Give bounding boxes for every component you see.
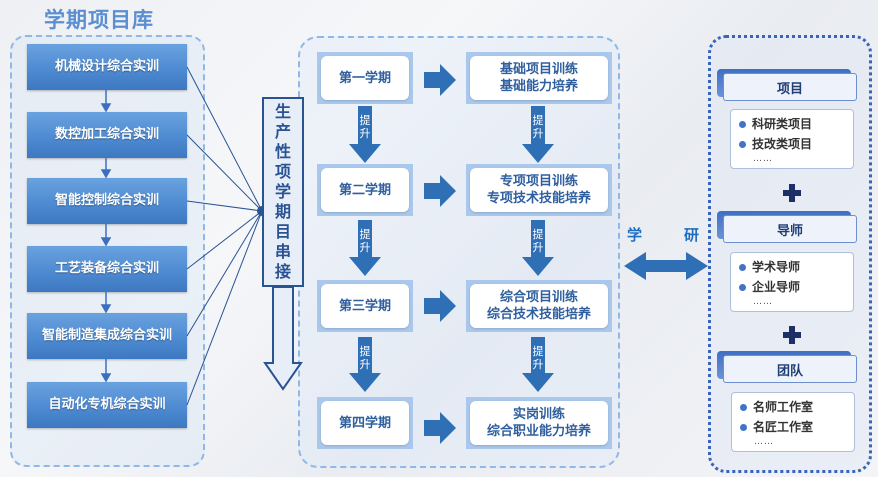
upgrade-arrow-icon [349,106,381,163]
double-arrow-icon [624,252,708,280]
library-item[interactable]: 智能制造集成综合实训 [27,313,187,359]
outcome-line1: 基础项目训练 [499,62,578,77]
resource-group-header[interactable]: 团队 [717,351,857,383]
resource-group-title: 项目 [723,73,857,101]
plus-icon [782,325,802,345]
library-item[interactable]: 数控加工综合实训 [27,112,187,158]
resource-group-header[interactable]: 项目 [717,69,857,101]
list-more: …… [753,154,773,164]
down-arrow-icon [100,304,112,314]
upgrade-label: 提升 [359,114,371,140]
semester-box[interactable]: 第四学期 [317,397,413,449]
upgrade-arrow-icon [349,337,381,392]
outcome-line2: 基础能力培养 [499,79,578,94]
semester-box[interactable]: 第三学期 [317,280,413,332]
connector-char: 学 [274,182,291,201]
down-arrow-icon [100,169,112,179]
upgrade-label: 提升 [359,228,371,254]
upgrade-label: 提升 [532,228,544,254]
fan-line [186,134,263,212]
hollow-down-arrow-icon [263,286,303,391]
outcome-box[interactable]: 实岗训练综合职业能力培养 [466,397,612,449]
bullet-icon [740,403,747,411]
bridge-left-label: 学 [627,226,643,244]
list-item: 企业导师 [739,277,845,297]
right-arrow-icon [424,64,456,96]
down-arrow-icon [100,373,112,383]
connector-char: 目 [274,222,291,241]
plus-icon [782,183,802,203]
outcome-label: 实岗训练综合职业能力培养 [470,401,608,445]
semester-label: 第三学期 [321,284,409,328]
list-more: …… [753,297,773,307]
outcome-line1: 综合项目训练 [499,290,578,305]
fan-line [186,210,263,337]
down-arrow-icon [100,237,112,247]
outcome-line2: 综合技术技能培养 [486,307,591,322]
connector-char: 性 [274,142,291,161]
semester-label: 第一学期 [321,56,409,100]
connector-char: 期 [274,202,291,221]
outcome-line2: 综合职业能力培养 [486,424,591,439]
list-more: …… [754,437,774,447]
outcome-box[interactable]: 综合项目训练综合技术技能培养 [466,280,612,332]
connector-char: 生 [274,102,291,121]
resource-list: 名师工作室 名匠工作室 …… [731,392,855,452]
fan-line [186,66,263,212]
list-item: 名师工作室 [740,397,846,417]
bullet-icon [739,140,746,148]
right-arrow-icon [424,175,456,207]
flow-panel [298,36,620,468]
upgrade-label: 提升 [532,345,544,371]
upgrade-label: 提升 [532,114,544,140]
semester-label: 第二学期 [321,168,409,212]
upgrade-arrow-icon [522,106,554,163]
fan-line [186,200,263,212]
connector-label: 生 产 性 项 学 期 目 串 接 [262,97,304,287]
semester-box[interactable]: 第一学期 [317,52,413,104]
bullet-icon [739,263,746,271]
connector-char: 产 [274,122,291,141]
upgrade-label: 提升 [359,345,371,371]
down-arrow-icon [100,103,112,113]
library-item[interactable]: 工艺装备综合实训 [27,246,187,292]
bullet-icon [740,423,747,431]
bridge-right-label: 研 [684,226,700,244]
upgrade-arrow-icon [522,337,554,392]
upgrade-arrow-icon [349,220,381,276]
resource-group-header[interactable]: 导师 [717,211,857,243]
upgrade-arrow-icon [522,220,554,276]
resource-list: 学术导师 企业导师 …… [730,252,854,312]
resource-group-title: 团队 [723,355,857,383]
list-item: 名匠工作室 [740,417,846,437]
outcome-label: 专项项目训练专项技术技能培养 [470,168,608,212]
list-item: 科研类项目 [739,114,845,134]
right-arrow-icon [424,412,456,444]
library-item[interactable]: 机械设计综合实训 [27,44,187,90]
connector-char: 项 [274,162,291,181]
fan-line [186,210,263,406]
outcome-line1: 专项项目训练 [499,174,578,189]
connector-char: 串 [274,242,291,261]
resource-list: 科研类项目 技改类项目 …… [730,109,854,169]
outcome-box[interactable]: 专项项目训练专项技术技能培养 [466,164,612,216]
library-item[interactable]: 自动化专机综合实训 [27,382,187,428]
right-arrow-icon [424,290,456,322]
fan-line [186,210,263,270]
library-title: 学期项目库 [44,8,154,32]
library-item[interactable]: 智能控制综合实训 [27,178,187,224]
semester-label: 第四学期 [321,401,409,445]
resource-group-title: 导师 [723,215,857,243]
bullet-icon [739,283,746,291]
outcome-box[interactable]: 基础项目训练基础能力培养 [466,52,612,104]
semester-box[interactable]: 第二学期 [317,164,413,216]
outcome-line2: 专项技术技能培养 [486,191,591,206]
connector-char: 接 [274,262,291,281]
list-item: 技改类项目 [739,134,845,154]
list-item: 学术导师 [739,257,845,277]
bullet-icon [739,120,746,128]
outcome-label: 基础项目训练基础能力培养 [470,56,608,100]
outcome-line1: 实岗训练 [512,407,565,422]
outcome-label: 综合项目训练综合技术技能培养 [470,284,608,328]
